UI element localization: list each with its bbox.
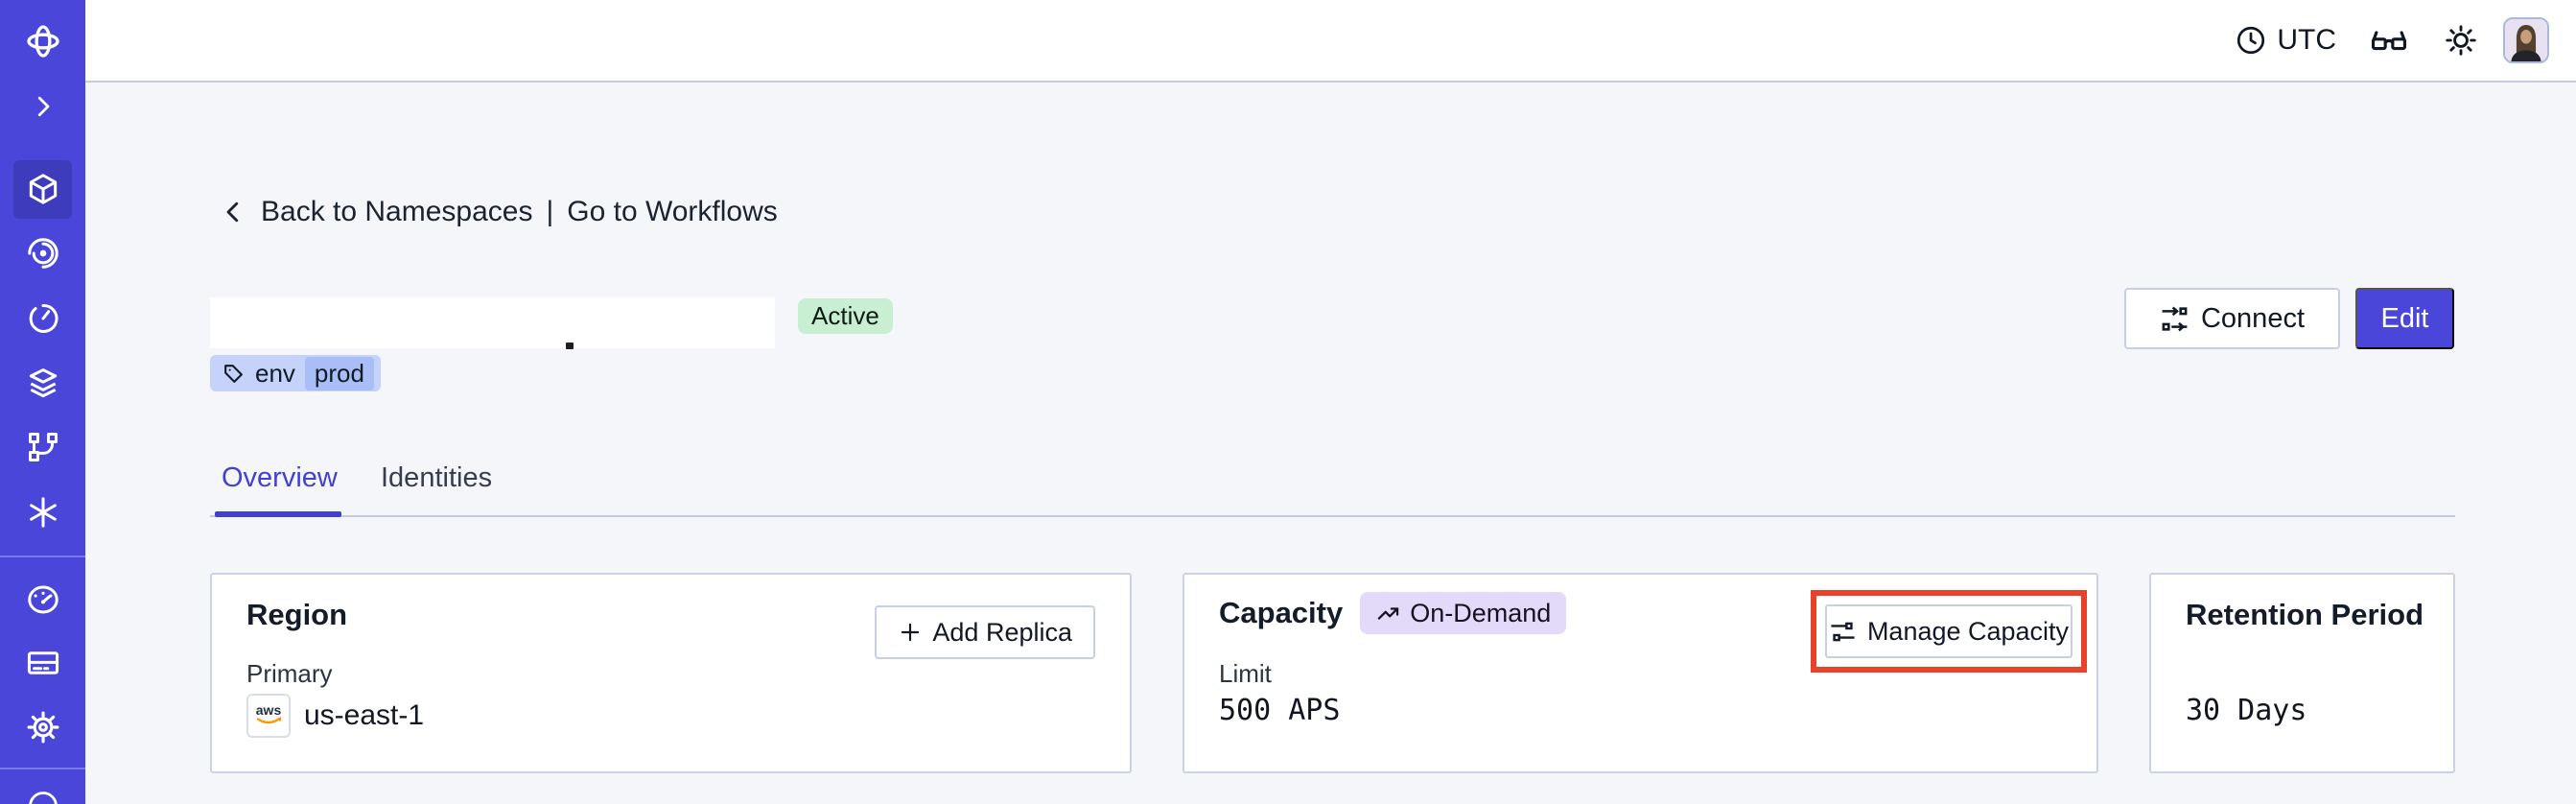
capacity-card: Capacity On-Demand Manage Capacity Limit… [1183, 573, 2098, 773]
sidebar-item-expand[interactable] [0, 92, 85, 121]
gear-icon [27, 711, 59, 744]
manage-capacity-button[interactable]: Manage Capacity [1825, 604, 2073, 658]
tag-icon [224, 364, 243, 383]
timezone-selector[interactable]: UTC [2235, 24, 2336, 57]
status-badge: Active [798, 298, 893, 334]
aws-logo-text: aws [256, 702, 282, 718]
namespace-tag-chip[interactable]: env prod [210, 355, 381, 391]
retention-value: 30 Days [2186, 694, 2307, 727]
top-header: UTC [85, 0, 2576, 83]
clock-icon [2237, 26, 2265, 55]
breadcrumb-workflows-link[interactable]: Go to Workflows [567, 196, 778, 227]
chevron-right-icon [37, 96, 49, 117]
plus-icon [902, 623, 920, 642]
limit-label: Limit [1219, 659, 1272, 688]
capacity-card-header: Capacity On-Demand [1219, 592, 1567, 634]
glasses-icon [2371, 31, 2407, 51]
capacity-card-title: Capacity [1219, 596, 1344, 629]
tab-overview[interactable]: Overview [222, 462, 338, 493]
avatar[interactable] [2503, 17, 2549, 63]
sidebar-item-schedules[interactable] [0, 300, 85, 337]
primary-label: Primary [246, 659, 333, 688]
temporal-logo-icon [26, 25, 59, 58]
gauge-icon [27, 585, 59, 614]
tag-value: prod [304, 356, 374, 390]
sidebar-item-nexus[interactable] [0, 429, 85, 465]
namespace-title-redacted [210, 297, 775, 348]
trending-up-icon [1378, 606, 1399, 620]
circle-partial-icon [28, 792, 58, 804]
edit-button[interactable]: Edit [2355, 288, 2454, 349]
connect-button[interactable]: Connect [2124, 288, 2340, 349]
sidebar [0, 0, 85, 804]
theme-toggle[interactable] [2444, 23, 2478, 58]
region-value-row: aws us-east-1 [246, 694, 424, 738]
spiral-icon [27, 238, 59, 269]
sidebar-item-settings[interactable] [0, 709, 85, 745]
sliders-icon [1831, 622, 1855, 641]
sidebar-item-billing[interactable] [0, 645, 85, 681]
aws-logo-icon: aws [246, 694, 291, 738]
region-value: us-east-1 [304, 699, 425, 731]
breadcrumb-separator: | [546, 196, 554, 227]
sidebar-item-logo[interactable] [0, 22, 85, 60]
tag-key: env [255, 358, 295, 388]
asterisk-icon [29, 497, 57, 528]
sidebar-item-spiral[interactable] [0, 235, 85, 272]
connect-button-label: Connect [2200, 302, 2305, 334]
retention-card: Retention Period 30 Days [2149, 573, 2455, 773]
region-card-title: Region [246, 598, 348, 631]
timezone-label: UTC [2277, 24, 2336, 56]
clock-arrow-icon [29, 304, 59, 333]
limit-value: 500 APS [1219, 694, 1341, 727]
redaction-artifact [566, 343, 574, 349]
sidebar-item-batch[interactable] [0, 494, 85, 531]
sidebar-divider [0, 768, 85, 769]
breadcrumb-back-link[interactable]: Back to Namespaces [261, 196, 533, 227]
sidebar-item-usage[interactable] [0, 581, 85, 618]
add-replica-button[interactable]: Add Replica [875, 605, 1095, 659]
labs-toggle[interactable] [2369, 20, 2409, 60]
sun-icon [2446, 25, 2476, 56]
credit-card-icon [27, 651, 59, 674]
manage-capacity-label: Manage Capacity [1866, 616, 2070, 646]
ondemand-badge: On-Demand [1360, 592, 1567, 634]
sidebar-item-deployments[interactable] [0, 365, 85, 401]
sidebar-item-namespaces[interactable] [0, 171, 85, 207]
annotation-highlight-box [1811, 590, 2087, 673]
ondemand-badge-label: On-Demand [1410, 598, 1552, 627]
edit-button-label: Edit [2380, 302, 2429, 334]
breadcrumb: Back to Namespaces | Go to Workflows [219, 196, 778, 228]
connect-icon [2162, 306, 2188, 331]
add-replica-label: Add Replica [932, 617, 1072, 647]
chevron-left-icon[interactable] [219, 198, 247, 226]
header-actions: UTC [2235, 0, 2549, 81]
sidebar-item-bottom[interactable] [0, 789, 85, 804]
tab-row-border [210, 515, 2455, 517]
avatar-image [2505, 19, 2547, 61]
cube-icon [29, 174, 57, 204]
retention-card-title: Retention Period [2186, 598, 2424, 631]
active-tab-indicator [215, 511, 341, 517]
branch-icon [28, 433, 58, 461]
tab-identities[interactable]: Identities [381, 462, 493, 493]
region-card: Region Add Replica Primary aws us-east-1 [210, 573, 1132, 773]
sidebar-divider [0, 556, 85, 557]
layers-icon [29, 368, 57, 398]
